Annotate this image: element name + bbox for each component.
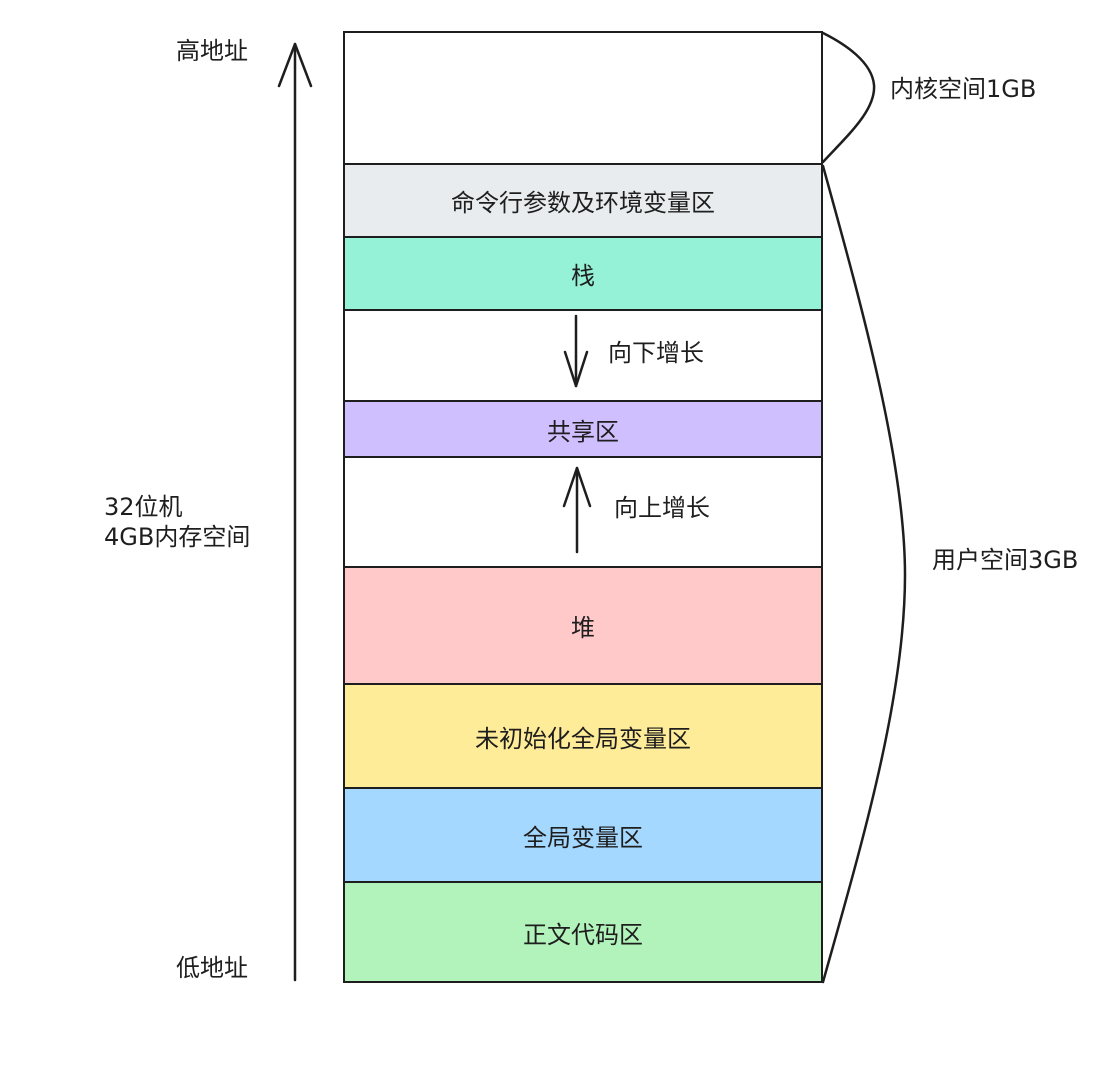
stack-growth-gap [343,309,823,402]
low-address-label: 低地址 [176,954,248,982]
heap-segment-label: 堆 [571,614,595,642]
cmdline-env-segment: 命令行参数及环境变量区 [343,163,823,238]
high-address-label: 高地址 [176,37,248,65]
user-space-label: 用户空间3GB [932,546,1079,574]
heap-growth-gap [343,456,823,568]
shared-segment: 共享区 [343,400,823,458]
text-segment: 正文代码区 [343,881,823,983]
shared-segment-label: 共享区 [547,417,619,446]
stack-segment: 栈 [343,236,823,311]
heap-segment: 堆 [343,566,823,685]
bss-segment: 未初始化全局变量区 [343,683,823,789]
kernel-space-segment [343,31,823,165]
data-segment-label: 全局变量区 [523,823,643,852]
address-space-description-line1: 32位机 [104,493,183,521]
address-space-description: 32位机 4GB内存空间 [104,492,250,552]
data-segment: 全局变量区 [343,787,823,883]
bss-segment-label: 未初始化全局变量区 [475,724,691,753]
cmdline-env-segment-label: 命令行参数及环境变量区 [451,189,715,217]
kernel-space-label: 内核空间1GB [890,75,1037,103]
stack-segment-label: 栈 [571,262,595,290]
address-axis-arrow-icon [277,42,313,982]
kernel-space-brace-icon [821,31,876,164]
heap-growth-label: 向上增长 [614,494,710,522]
address-space-description-line2: 4GB内存空间 [104,523,251,551]
stack-growth-label: 向下增长 [608,339,704,367]
user-space-brace-icon [821,164,907,984]
text-segment-label: 正文代码区 [523,920,643,949]
